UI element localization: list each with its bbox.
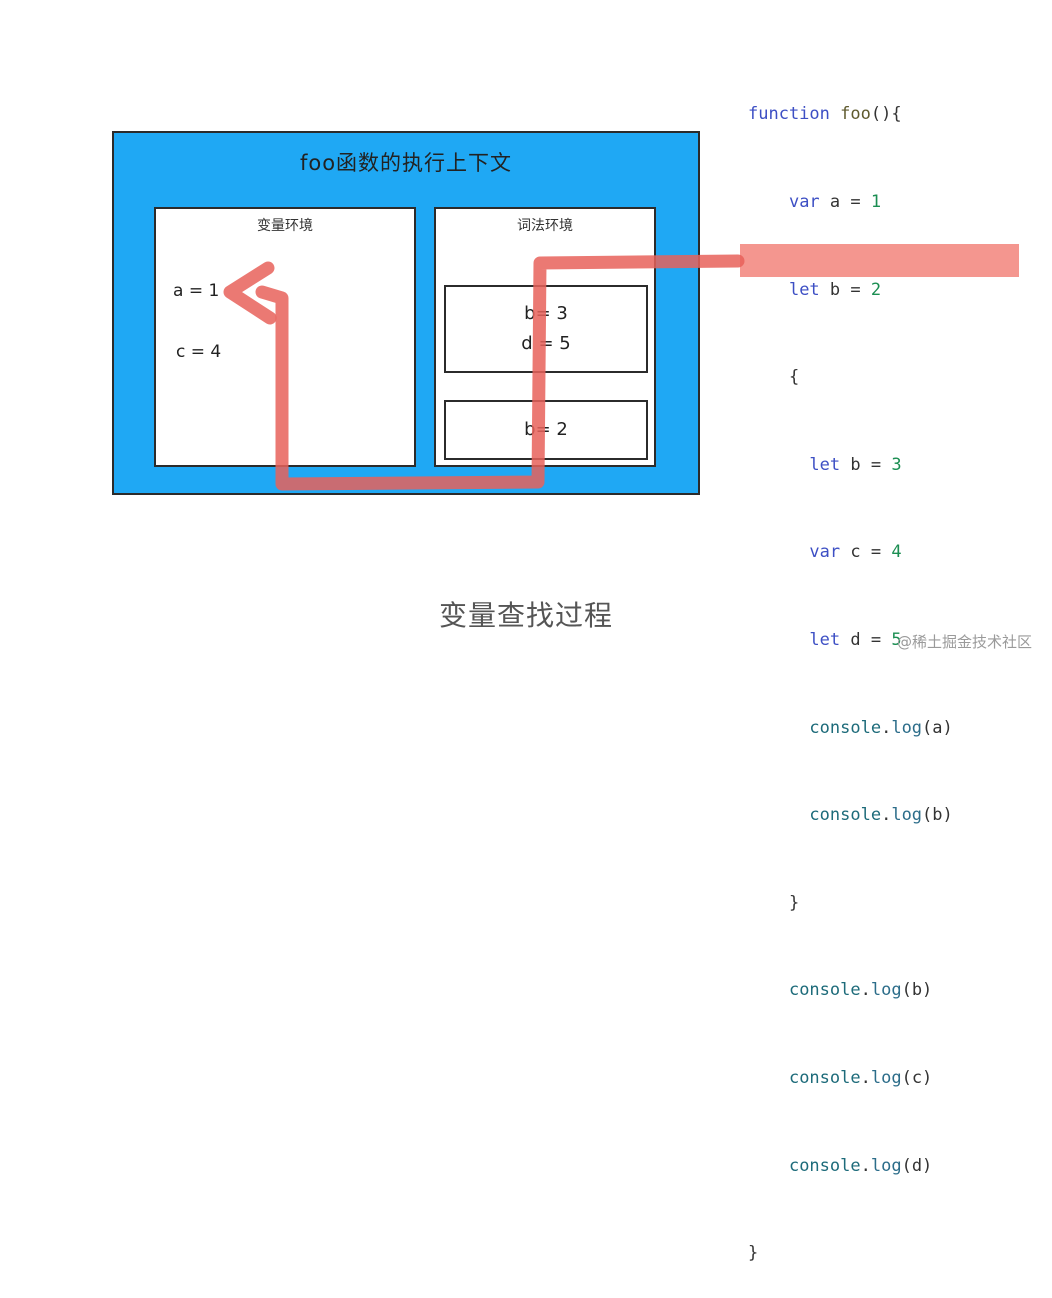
execution-context-title: foo函数的执行上下文 bbox=[299, 151, 513, 175]
lexical-block-outer: b= 2 bbox=[444, 400, 648, 460]
lookup-path bbox=[223, 254, 745, 491]
variable-c: c = 4 bbox=[176, 342, 222, 362]
code-line-9: console.log(b) bbox=[809, 805, 953, 826]
code-line-5: let b = 3 bbox=[809, 454, 902, 475]
code-line-3: let b = 2 bbox=[788, 279, 882, 300]
code-line-10: } bbox=[788, 892, 800, 913]
lexical-environment-title: 词法环境 bbox=[517, 218, 573, 234]
code-line-13: console.log(d) bbox=[788, 1155, 933, 1176]
lookup-path-arrowhead bbox=[223, 261, 277, 325]
code-line-8: console.log(a) bbox=[809, 717, 953, 738]
code-line-6: var c = 4 bbox=[809, 542, 902, 563]
code-line-12: console.log(c) bbox=[788, 1067, 933, 1088]
current-line-highlight bbox=[740, 244, 1019, 277]
code-line-11: console.log(b) bbox=[788, 980, 933, 1001]
code-line-2: var a = 1 bbox=[788, 192, 882, 212]
variable-a: a = 1 bbox=[173, 281, 220, 301]
code-line-4: { bbox=[788, 367, 800, 388]
variable-environment-title: 变量环境 bbox=[257, 218, 313, 234]
code-line-1: function foo(){ bbox=[748, 104, 902, 125]
watermark: @稀土掘金技术社区 bbox=[896, 633, 1032, 651]
caption: 变量查找过程 bbox=[438, 599, 613, 632]
lexical-block-inner: b= 3 d = 5 bbox=[444, 285, 648, 373]
code-line-7: let d = 5 bbox=[809, 629, 902, 650]
code-line-14: } bbox=[748, 1243, 759, 1264]
lookup-path-line bbox=[255, 254, 745, 491]
